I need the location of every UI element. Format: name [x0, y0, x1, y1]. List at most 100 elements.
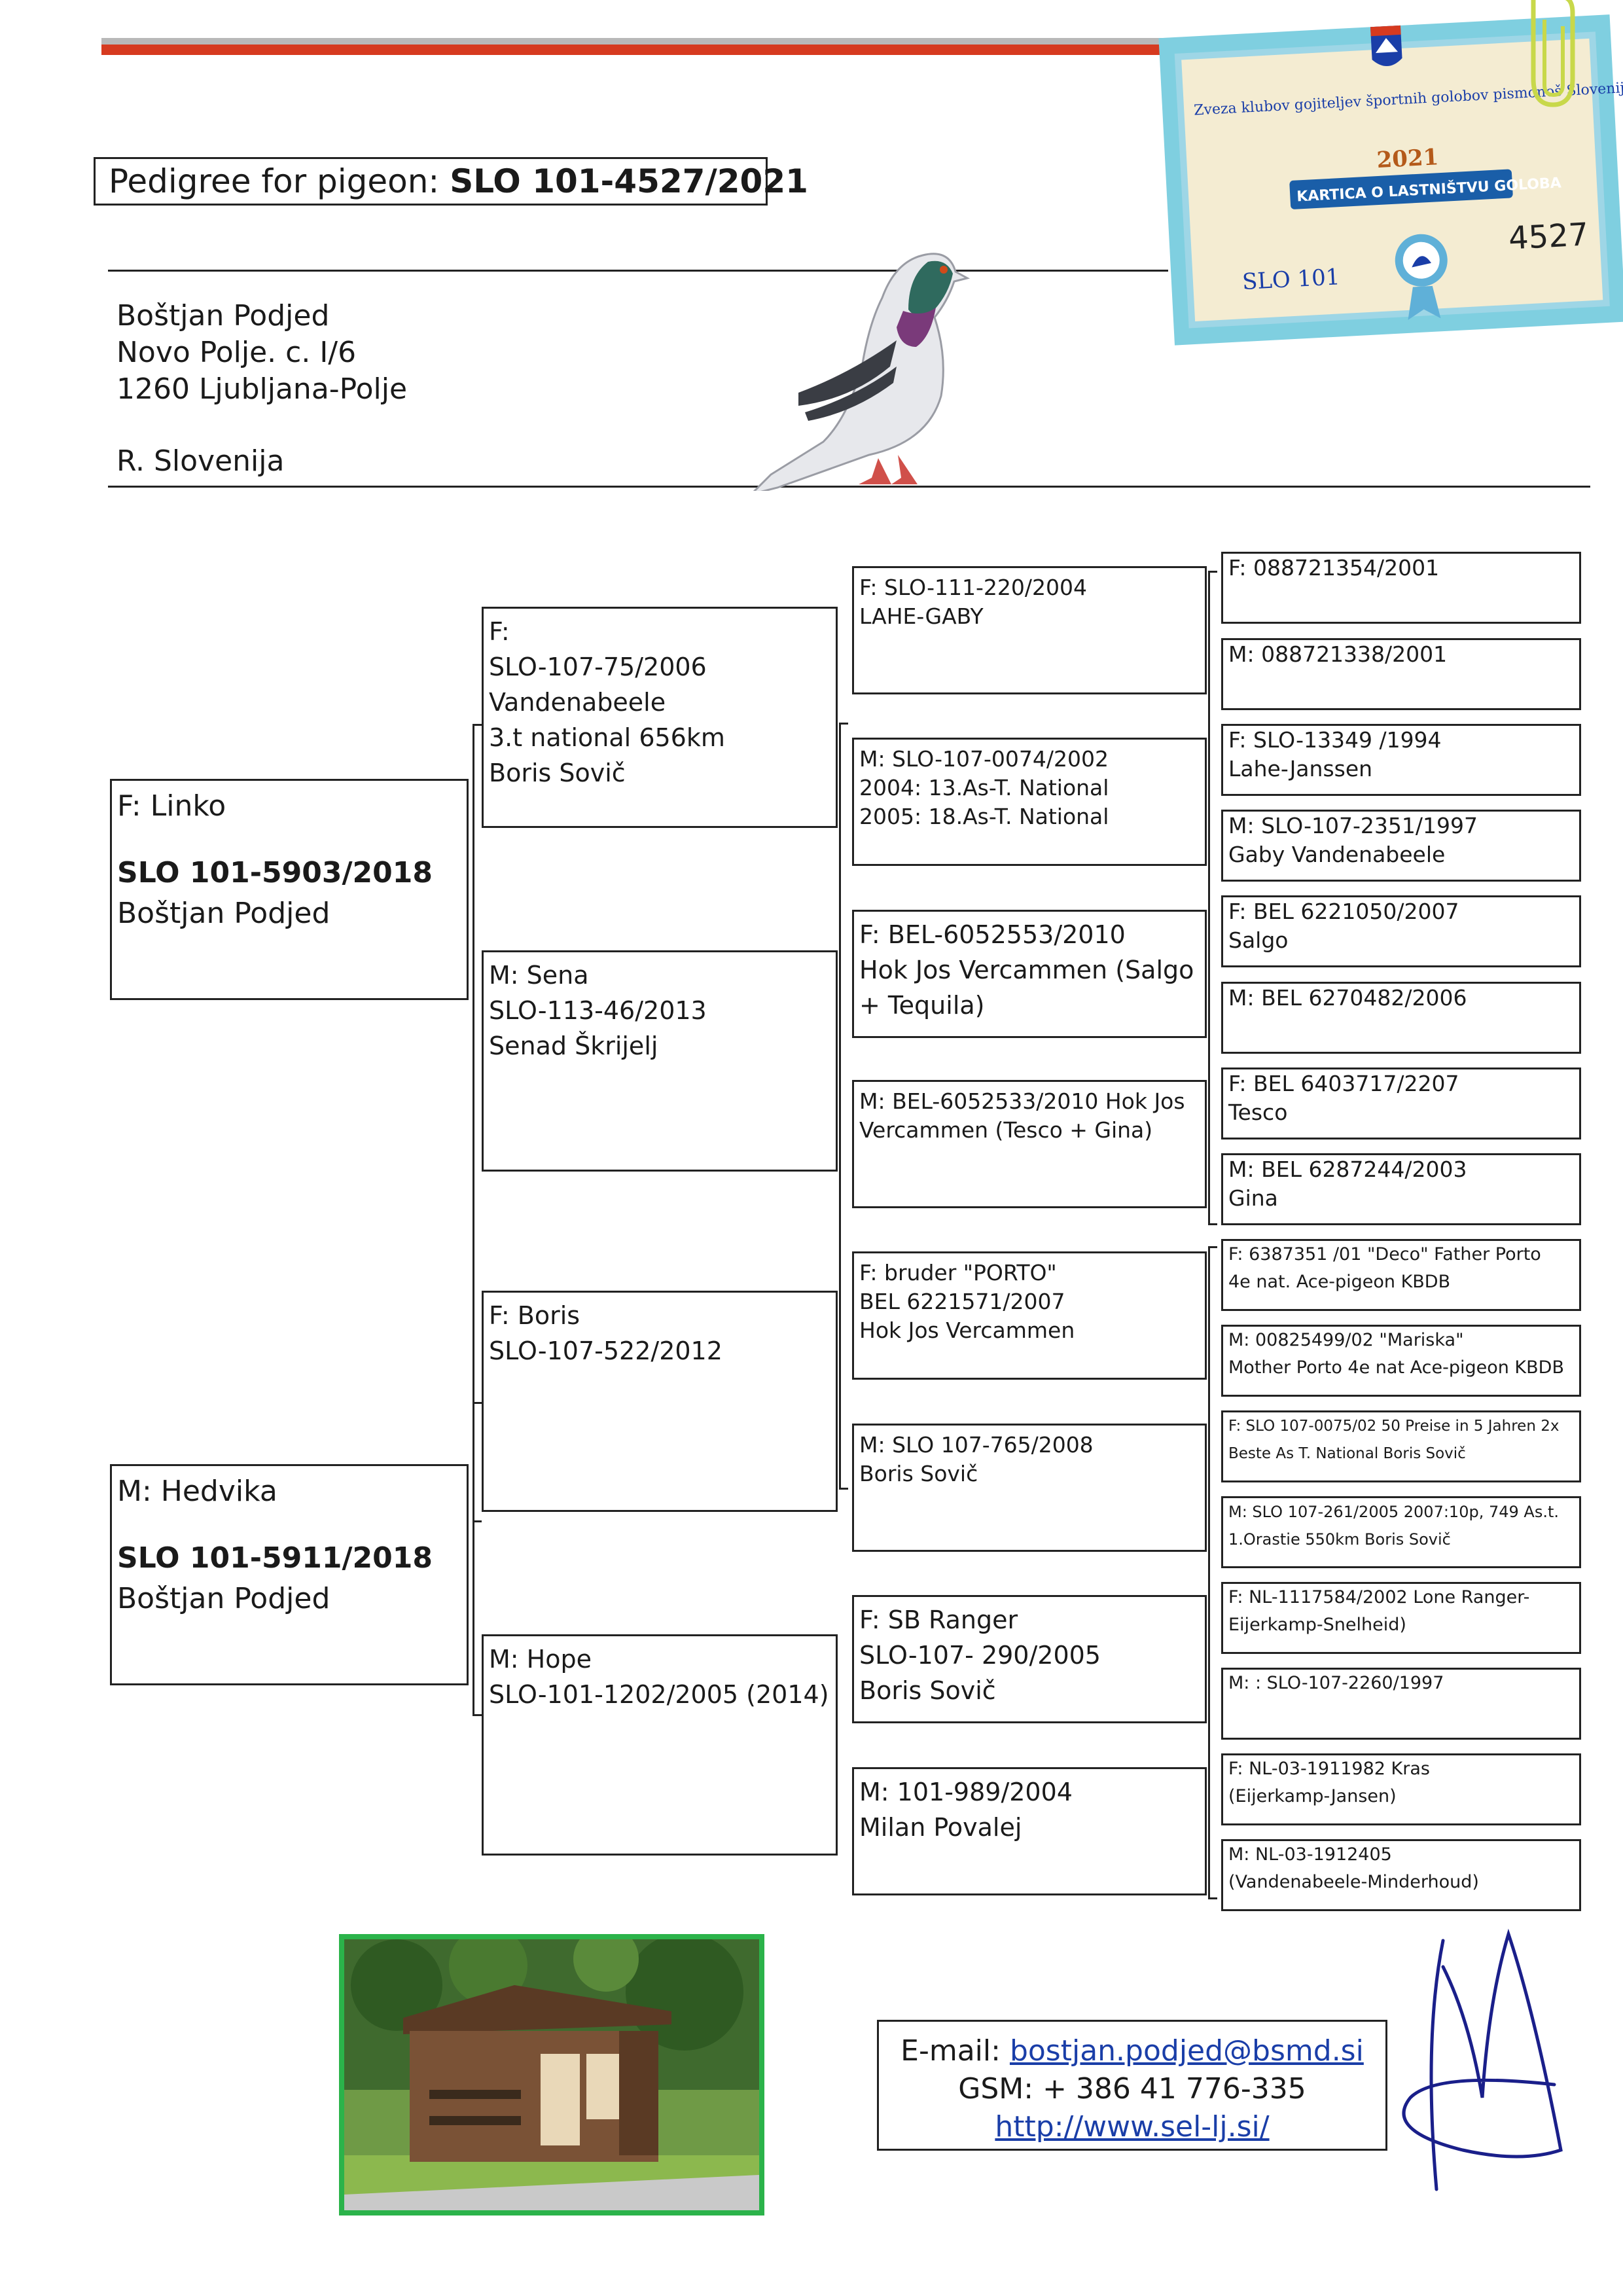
gen3-3-line-1: F: BEL-6052553/2010 — [859, 920, 1126, 949]
owner-name: Boštjan Podjed — [116, 299, 330, 332]
gen4-13-line-1: F: NL-1117584/2002 Lone Ranger- — [1228, 1587, 1530, 1607]
gen2-box-2: M: Sena SLO-113-46/2013 Senad Škrijelj — [482, 950, 838, 1172]
gen1-sire-box: F: Linko SLO 101-5903/2018 Boštjan Podje… — [110, 779, 469, 1000]
card-number-text: 4527 — [1508, 216, 1590, 257]
connector-gen3-a — [1208, 571, 1217, 1225]
gen2-1-line-5: Boris Sovič — [489, 759, 626, 787]
connector-gen1-m — [473, 1402, 482, 1716]
gen2-4-line-2: SLO-101-1202/2005 (2014) — [489, 1680, 829, 1709]
gen3-5-line-2: BEL 6221571/2007 — [859, 1289, 1065, 1314]
gen4-8-line-1: M: BEL 6287244/2003 — [1228, 1157, 1467, 1182]
loft-photo — [339, 1934, 764, 2215]
gen4-box-12: M: SLO 107-261/2005 2007:10p, 749 As.t. … — [1221, 1496, 1581, 1568]
owner-street: Novo Polje. c. I/6 — [116, 336, 357, 369]
gen4-box-7: F: BEL 6403717/2207 Tesco — [1221, 1067, 1581, 1139]
contact-gsm: GSM: + 386 41 776-335 — [958, 2072, 1306, 2106]
gen4-box-14: M: : SLO-107-2260/1997 — [1221, 1668, 1581, 1740]
gen3-1-line-2: LAHE-GABY — [859, 603, 984, 629]
owner-country: R. Slovenija — [116, 444, 285, 478]
gen3-box-3: F: BEL-6052553/2010 Hok Jos Vercammen (S… — [852, 910, 1207, 1038]
gen4-9-line-2: 4e nat. Ace-pigeon KBDB — [1228, 1272, 1451, 1292]
gen4-4-line-2: Gaby Vandenabeele — [1228, 842, 1446, 867]
gen3-6-line-1: M: SLO 107-765/2008 — [859, 1432, 1094, 1458]
gen4-4-line-1: M: SLO-107-2351/1997 — [1228, 813, 1478, 838]
gen4-16-line-2: (Vandenabeele-Minderhoud) — [1228, 1872, 1479, 1892]
header-divider-top — [108, 270, 1168, 272]
gen4-box-16: M: NL-03-1912405 (Vandenabeele-Minderhou… — [1221, 1839, 1581, 1911]
gen2-4-line-1: M: Hope — [489, 1645, 592, 1674]
gen4-15-line-2: (Eijerkamp-Jansen) — [1228, 1786, 1397, 1806]
gen2-box-1: F: SLO-107-75/2006 Vandenabeele 3.t nati… — [482, 607, 838, 828]
gen2-1-line-2: SLO-107-75/2006 — [489, 653, 707, 681]
connector-gen3-b — [1208, 1246, 1217, 1899]
gen3-7-line-2: SLO-107- 290/2005 — [859, 1641, 1101, 1670]
title-ring: SLO 101-4527/2021 — [450, 162, 808, 200]
gen3-box-7: F: SB Ranger SLO-107- 290/2005 Boris Sov… — [852, 1595, 1207, 1723]
gen4-box-6: M: BEL 6270482/2006 — [1221, 982, 1581, 1054]
gen3-7-line-3: Boris Sovič — [859, 1676, 996, 1705]
gen4-box-9: F: 6387351 /01 "Deco" Father Porto 4e na… — [1221, 1239, 1581, 1311]
gen3-box-5: F: bruder "PORTO" BEL 6221571/2007 Hok J… — [852, 1251, 1207, 1380]
gen4-12-line-2: 1.Orastie 550km Boris Sovič — [1228, 1530, 1451, 1549]
gen2-1-line-1: F: — [489, 617, 510, 646]
gen3-5-line-3: Hok Jos Vercammen — [859, 1318, 1075, 1343]
gen4-box-13: F: NL-1117584/2002 Lone Ranger- Eijerkam… — [1221, 1582, 1581, 1654]
gen3-5-line-1: F: bruder "PORTO" — [859, 1260, 1057, 1285]
gen3-8-line-2: Milan Povalej — [859, 1813, 1022, 1842]
gen1-sire-name: F: Linko — [117, 789, 226, 823]
gen4-box-2: M: 088721338/2001 — [1221, 638, 1581, 710]
gen1-dam-name: M: Hedvika — [117, 1475, 277, 1508]
gen4-5-line-2: Salgo — [1228, 927, 1289, 953]
gen4-5-line-1: F: BEL 6221050/2007 — [1228, 899, 1459, 924]
gen2-2-line-2: SLO-113-46/2013 — [489, 996, 707, 1025]
gen2-3-line-2: SLO-107-522/2012 — [489, 1336, 722, 1365]
gen1-dam-box: M: Hedvika SLO 101-5911/2018 Boštjan Pod… — [110, 1464, 469, 1685]
website-link[interactable]: http://www.sel-lj.si/ — [995, 2110, 1270, 2144]
loft-photo-graphic — [344, 1939, 759, 2210]
gen4-13-line-2: Eijerkamp-Snelheid) — [1228, 1615, 1406, 1635]
gen2-box-3: F: Boris SLO-107-522/2012 — [482, 1291, 838, 1512]
gen3-6-line-2: Boris Sovič — [859, 1461, 978, 1486]
gen3-3-line-2: Hok Jos Vercammen (Salgo — [859, 956, 1194, 984]
header-divider-bottom — [108, 486, 1590, 488]
pigeon-image — [753, 253, 971, 491]
gen4-box-15: F: NL-03-1911982 Kras (Eijerkamp-Jansen) — [1221, 1753, 1581, 1825]
gen4-15-line-1: F: NL-03-1911982 Kras — [1228, 1759, 1430, 1779]
gen4-3-line-2: Lahe-Janssen — [1228, 756, 1373, 781]
gen4-box-11: F: SLO 107-0075/02 50 Preise in 5 Jahren… — [1221, 1410, 1581, 1482]
gen3-2-line-1: M: SLO-107-0074/2002 — [859, 746, 1109, 772]
gen4-box-10: M: 00825499/02 "Mariska" Mother Porto 4e… — [1221, 1325, 1581, 1397]
gen2-1-line-4: 3.t national 656km — [489, 723, 725, 752]
gen2-2-line-3: Senad Škrijelj — [489, 1031, 658, 1060]
connector-gen2 — [839, 723, 848, 1490]
gen4-3-line-1: F: SLO-13349 /1994 — [1228, 727, 1442, 753]
gen4-10-line-1: M: 00825499/02 "Mariska" — [1228, 1330, 1464, 1350]
pedigree-title: Pedigree for pigeon: SLO 101-4527/2021 — [94, 157, 808, 206]
gen1-sire-ring: SLO 101-5903/2018 — [117, 856, 433, 889]
gen3-2-line-2: 2004: 13.As-T. National — [859, 775, 1109, 800]
gen2-2-line-1: M: Sena — [489, 961, 589, 990]
owner-city: 1260 Ljubljana-Polje — [116, 372, 408, 406]
signature — [1402, 1928, 1563, 2191]
gen4-16-line-1: M: NL-03-1912405 — [1228, 1844, 1392, 1865]
gen3-2-line-3: 2005: 18.As-T. National — [859, 804, 1109, 829]
gen3-box-4: M: BEL-6052533/2010 Hok Jos Vercammen (T… — [852, 1080, 1207, 1208]
contact-box: E-mail: bostjan.podjed@bsmd.si GSM: + 38… — [877, 2020, 1387, 2151]
gen4-8-line-2: Gina — [1228, 1185, 1278, 1211]
gen4-2-line-1: M: 088721338/2001 — [1228, 641, 1448, 667]
gen4-9-line-1: F: 6387351 /01 "Deco" Father Porto — [1228, 1244, 1541, 1265]
gen4-1-line-1: F: 088721354/2001 — [1228, 555, 1440, 581]
ownership-card-graphic: Zveza klubov gojiteljev športnih golobov… — [1158, 0, 1623, 346]
gen4-box-4: M: SLO-107-2351/1997 Gaby Vandenabeele — [1221, 810, 1581, 882]
gen2-box-4: M: Hope SLO-101-1202/2005 (2014) — [482, 1634, 838, 1856]
email-link[interactable]: bostjan.podjed@bsmd.si — [1009, 2034, 1364, 2068]
connector-gen1-f — [473, 724, 482, 1522]
gen3-3-line-3: + Tequila) — [859, 991, 985, 1020]
gen4-14-line-1: M: : SLO-107-2260/1997 — [1228, 1673, 1444, 1693]
top-red-bar — [101, 45, 1508, 55]
gen3-box-8: M: 101-989/2004 Milan Povalej — [852, 1767, 1207, 1895]
gen4-12-line-1: M: SLO 107-261/2005 2007:10p, 749 As.t. — [1228, 1503, 1559, 1521]
gen1-dam-owner: Boštjan Podjed — [117, 1582, 330, 1615]
ownership-card: Zveza klubov gojiteljev športnih golobov… — [1158, 0, 1623, 353]
gen4-box-1: F: 088721354/2001 — [1221, 552, 1581, 624]
